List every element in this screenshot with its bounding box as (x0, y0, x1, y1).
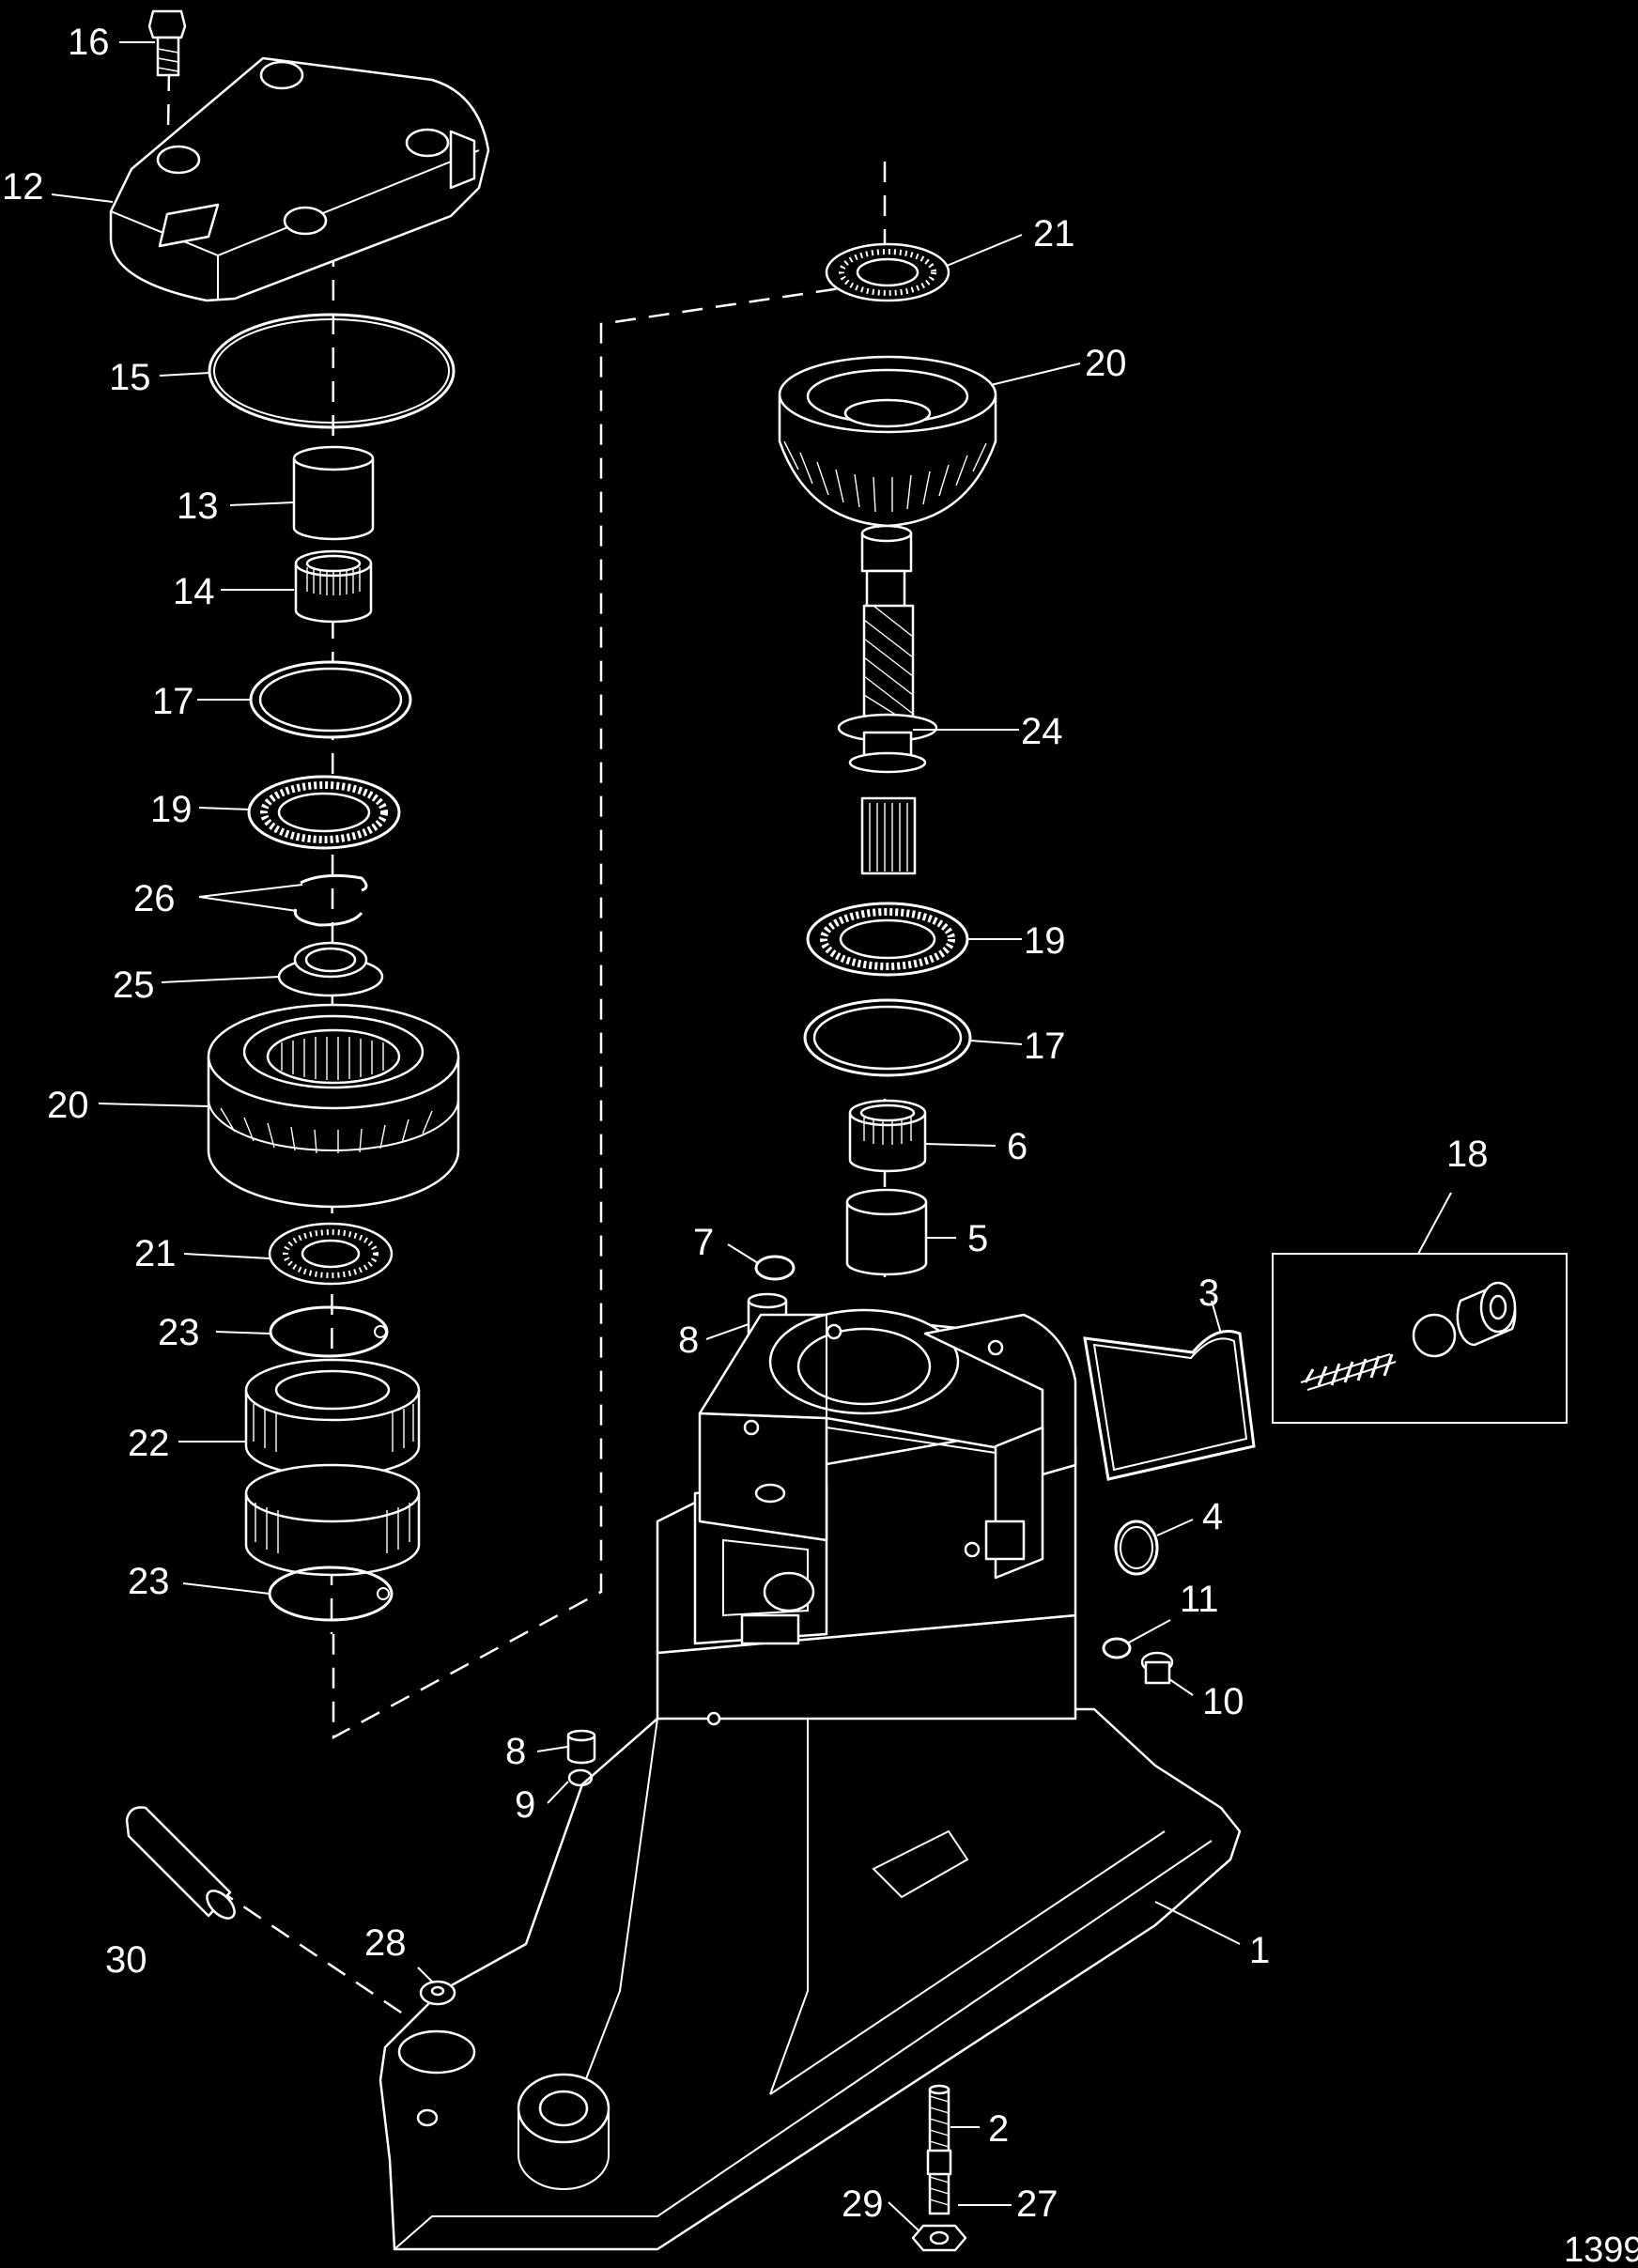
part-17-thrust-washer (249, 660, 412, 739)
callout-23-upper: 23 (158, 1312, 200, 1353)
part-23-snap-ring-upper (269, 1305, 389, 1358)
callout-8-lower: 8 (505, 1731, 526, 1772)
callout-23-lower: 23 (128, 1561, 170, 1602)
callout-1: 1 (1249, 1930, 1270, 1971)
callout-7: 7 (693, 1222, 714, 1263)
callout-14: 14 (173, 571, 215, 612)
callout-18: 18 (1446, 1134, 1489, 1175)
part-6-needle-bearing (848, 1099, 927, 1173)
callout-11: 11 (1180, 1579, 1219, 1620)
callout-20-right: 20 (1085, 343, 1127, 384)
callout-labels: 16 12 15 13 14 17 19 26 25 20 21 23 22 2… (2, 22, 1638, 2268)
callout-19-right: 19 (1024, 920, 1066, 962)
part-19-thrust-bearing (247, 775, 401, 850)
part-1-gear-housing (379, 1308, 1242, 2251)
part-7-o-ring (754, 1255, 796, 1281)
part-16-screw (147, 9, 187, 77)
figure-number: 1399 (1564, 2230, 1638, 2268)
callout-29: 29 (842, 2183, 884, 2225)
part-29-nut (911, 2224, 967, 2252)
callout-2: 2 (988, 2108, 1009, 2150)
callout-17-left: 17 (152, 681, 194, 722)
callout-24: 24 (1021, 711, 1063, 752)
part-25-bearing-cone (277, 941, 384, 997)
part-8-dowel-lower (566, 1729, 596, 1765)
part-21-tab-washer-left (268, 1222, 394, 1286)
part-24-pinion-shaft (837, 524, 938, 875)
callout-3: 3 (1198, 1273, 1219, 1314)
part-2-stud (926, 2084, 952, 2215)
part-20-bevel-gear-right (778, 355, 997, 528)
part-5-bushing (845, 1188, 928, 1276)
part-17-thrust-washer-right (803, 998, 972, 1077)
callout-21-left: 21 (134, 1233, 177, 1274)
callout-4: 4 (1202, 1496, 1223, 1537)
part-21-tab-washer-right (825, 242, 950, 302)
callout-10: 10 (1202, 1681, 1244, 1722)
callout-16: 16 (68, 22, 110, 63)
part-20-bevel-gear-left (207, 1003, 460, 1209)
callout-20-left: 20 (47, 1085, 89, 1126)
part-19-thrust-bearing-right (806, 902, 969, 977)
callout-22: 22 (128, 1423, 170, 1464)
callout-26: 26 (133, 878, 176, 919)
part-26-retaining-rings (293, 873, 368, 927)
callout-21-right: 21 (1033, 213, 1075, 255)
part-28-clip (419, 1980, 456, 2006)
part-10-drain-plug (1140, 1651, 1174, 1685)
part-4-o-ring (1114, 1520, 1159, 1576)
leader-lines (51, 41, 1452, 2231)
part-12-cover-plate (109, 56, 490, 302)
part-18-relief-valve-kit (1272, 1253, 1568, 1424)
part-22-tapered-bearing (244, 1358, 421, 1577)
callout-15: 15 (109, 357, 151, 398)
part-3-gasket (1083, 1330, 1256, 1481)
part-14-needle-bearing (294, 549, 373, 624)
part-9-washer (567, 1768, 594, 1787)
callout-17-right: 17 (1024, 1026, 1066, 1067)
callout-28: 28 (364, 1922, 407, 1964)
callout-12: 12 (2, 166, 44, 208)
callout-19-left: 19 (150, 789, 193, 830)
part-15-o-ring (208, 313, 456, 429)
callout-8-upper: 8 (678, 1319, 699, 1361)
callout-13: 13 (177, 486, 219, 527)
callout-5: 5 (967, 1218, 988, 1259)
callout-6: 6 (1007, 1126, 1028, 1167)
part-30-pin (125, 1806, 236, 1920)
callout-27: 27 (1016, 2183, 1059, 2225)
part-13-bushing (292, 445, 375, 541)
callout-25: 25 (113, 964, 155, 1006)
callout-30: 30 (105, 1939, 147, 1981)
part-11-seal-washer (1102, 1637, 1132, 1659)
callout-9: 9 (515, 1784, 535, 1826)
